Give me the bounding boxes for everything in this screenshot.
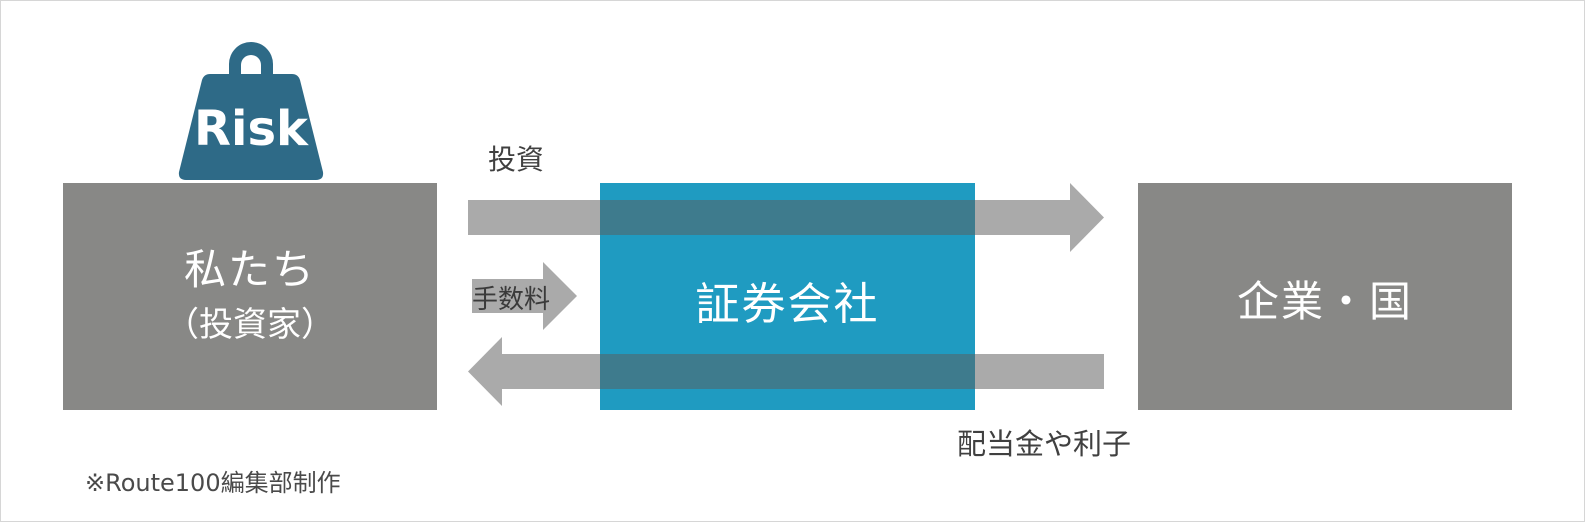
risk-label: Risk xyxy=(194,101,308,157)
company-box: 企業・国 xyxy=(1138,183,1512,410)
dividend-arrow xyxy=(468,337,1104,406)
invest-label: 投資 xyxy=(488,143,545,176)
investor-box: 私たち （投資家） xyxy=(63,183,437,410)
weight-icon xyxy=(178,42,324,180)
investor-sublabel: （投資家） xyxy=(165,304,335,345)
investor-label: 私たち xyxy=(183,244,316,294)
dividend-label: 配当金や利子 xyxy=(957,427,1132,461)
fee-arrow xyxy=(472,262,577,330)
credit-note: ※Route100編集部制作 xyxy=(85,469,341,497)
invest-arrow xyxy=(468,183,1104,252)
broker-label: 証券会社 xyxy=(695,278,880,330)
company-label: 企業・国 xyxy=(1236,277,1413,326)
fee-label: 手数料 xyxy=(472,285,551,315)
